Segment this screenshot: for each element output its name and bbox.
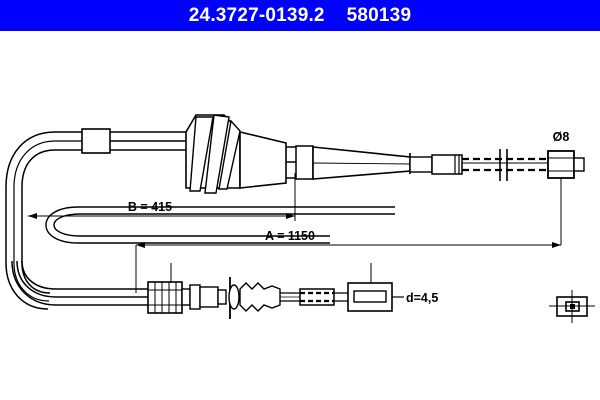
cable-sheath-inner <box>13 140 82 302</box>
dimension-a-label: A = 1150 <box>265 229 315 243</box>
header-bar: 24.3727-0139.2 580139 <box>0 0 600 31</box>
cable-upper-run <box>110 131 186 151</box>
section-break-marker <box>228 277 240 319</box>
lower-bellows-boot <box>239 282 281 312</box>
lower-stepped-nipple <box>181 284 227 310</box>
lower-end-block <box>347 282 404 312</box>
cable-sheath-outer <box>5 131 82 310</box>
central-clamp-bracket <box>185 114 287 194</box>
cable-diameter-callout-label: d=4,5 <box>406 291 438 305</box>
cone-end-flange <box>409 153 433 177</box>
diameter-callout-label: Ø8 <box>553 130 570 144</box>
drawing-canvas: Ø8 B = 415 A = <box>0 31 600 400</box>
lower-ferrule <box>147 281 183 314</box>
page-title: 24.3727-0139.2 580139 <box>188 4 412 26</box>
diameter-callout: Ø8 <box>553 130 570 245</box>
dimension-a: A = 1150 <box>135 229 561 293</box>
end-fitting-nut <box>547 150 585 179</box>
cone-base-collar <box>295 145 314 180</box>
cable-diameter-callout: d=4,5 <box>406 291 438 305</box>
cable-return-loop <box>45 206 395 244</box>
connector-sleeve <box>431 154 463 175</box>
cable-collar-sleeve <box>81 128 111 154</box>
dimension-b-label: B = 415 <box>128 200 172 214</box>
lower-cable-bend <box>11 260 148 306</box>
threaded-rod <box>462 149 548 181</box>
dimension-b: B = 415 <box>28 173 296 221</box>
lower-hatched-sleeve <box>299 288 335 306</box>
mounting-detail-symbol <box>549 290 595 323</box>
tapered-cone-body <box>312 146 411 180</box>
technical-drawing: Ø8 B = 415 A = <box>5 114 595 323</box>
